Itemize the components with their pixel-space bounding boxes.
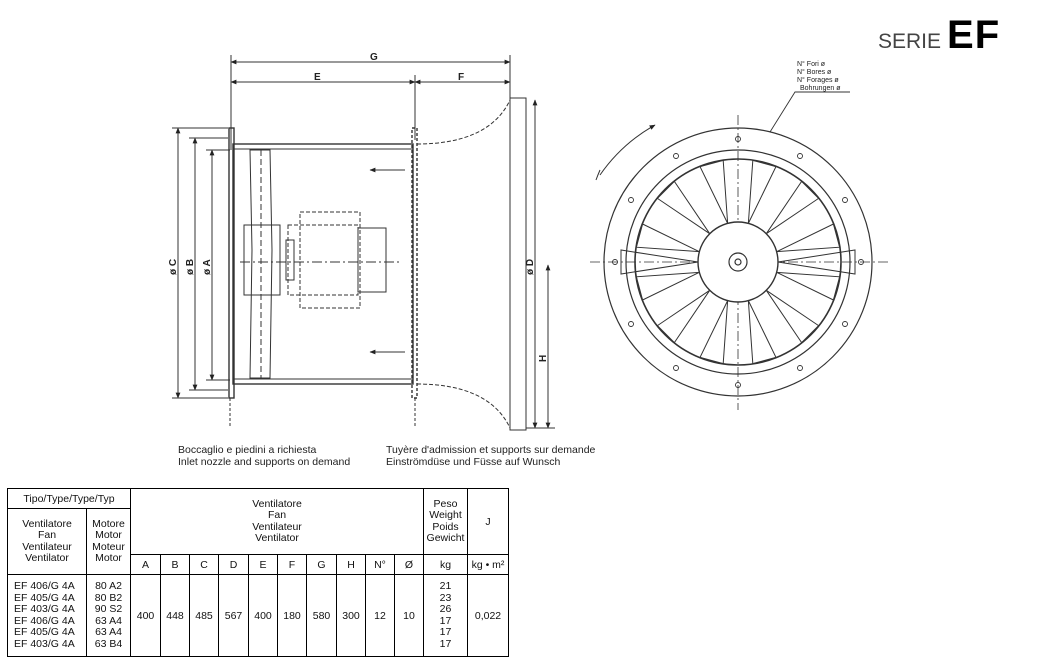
motor-model: 80 A2 [95, 580, 122, 592]
col-header-c: C [189, 554, 219, 575]
fan-model: EF 406/G 4A [14, 580, 75, 592]
ventilator-header-en: Fan [267, 509, 287, 521]
fan-header: Ventilatore Fan Ventilateur Ventilator [7, 508, 87, 575]
dim-label-c: ø C [168, 259, 179, 275]
weight-value: 26 [439, 603, 452, 615]
motor-model: 63 A4 [95, 626, 122, 638]
note-right-line-1: Tuyère d'admission et supports sur deman… [386, 444, 596, 456]
fan-header-en: Fan [37, 529, 57, 541]
weight-list: 21 23 26 17 17 17 [423, 574, 468, 657]
note-left-line-1: Boccaglio e piedini a richiesta [178, 444, 317, 456]
fan-model: EF 405/G 4A [14, 626, 75, 638]
inertia-value: 0,022 [467, 574, 509, 657]
value-c: 485 [189, 574, 219, 657]
motor-header-de: Motor [95, 552, 122, 564]
col-header-b: B [160, 554, 190, 575]
fan-header-de: Ventilator [25, 552, 69, 564]
dim-label-g: G [370, 52, 378, 63]
note-right: Tuyère d'admission et supports sur deman… [386, 444, 595, 468]
value-a: 400 [130, 574, 161, 657]
value-h: 300 [336, 574, 366, 657]
dim-label-h: H [538, 355, 549, 362]
motor-model: 80 B2 [94, 591, 123, 604]
motor-model: 63 B4 [94, 637, 123, 650]
hole-note-line-1: N° Fori ø [797, 60, 826, 68]
weight-header: Peso Weight Poids Gewicht [423, 488, 468, 555]
note-right-line-2: Einströmdüse und Füsse auf Wunsch [386, 456, 561, 468]
fan-model-list: EF 406/G 4A EF 405/G 4A EF 403/G 4A EF 4… [7, 574, 87, 657]
fan-model: EF 406/G 4A [14, 614, 75, 627]
weight-value: 17 [439, 637, 452, 650]
col-header-g: G [306, 554, 337, 575]
motor-header-en: Motor [95, 529, 122, 541]
weight-header-it: Peso [433, 497, 458, 510]
weight-value: 23 [439, 591, 452, 604]
serie-title: SERIE EF [878, 13, 1001, 57]
value-b: 448 [160, 574, 190, 657]
note-left: Boccaglio e piedini a richiesta Inlet no… [178, 444, 350, 468]
motor-list: 80 A2 80 B2 90 S2 63 A4 63 A4 63 B4 [86, 574, 131, 657]
motor-header: Motore Motor Moteur Motor [86, 508, 131, 575]
note-left-line-2: Inlet nozzle and supports on demand [178, 456, 351, 468]
dim-label-b: ø B [185, 259, 196, 275]
motor-model: 90 S2 [94, 603, 123, 615]
ventilator-header: Ventilatore Fan Ventilateur Ventilator [130, 488, 424, 555]
value-f: 180 [277, 574, 307, 657]
fan-model: EF 403/G 4A [14, 603, 75, 615]
col-header-diameter: Ø [394, 554, 424, 575]
serie-code: EF [947, 13, 1001, 57]
ventilator-header-it: Ventilatore [252, 497, 302, 510]
weight-header-de: Gewicht [426, 532, 465, 544]
inertia-header: J [467, 488, 509, 555]
col-header-h: H [336, 554, 366, 575]
weight-value: 21 [439, 580, 452, 592]
type-header: Tipo/Type/Type/Typ [7, 488, 131, 509]
motor-header-it: Motore [92, 517, 125, 530]
dim-label-e: E [314, 72, 321, 83]
motor-model: 63 A4 [95, 614, 122, 627]
fan-header-it: Ventilatore [22, 517, 72, 530]
col-header-holes: N° [365, 554, 395, 575]
serie-label: SERIE [878, 30, 942, 53]
weight-unit: kg [423, 554, 468, 575]
fan-header-fr: Ventilateur [22, 540, 72, 553]
fan-model: EF 405/G 4A [14, 591, 75, 604]
value-diameter: 10 [394, 574, 424, 657]
col-header-a: A [130, 554, 161, 575]
hole-note-line-4: Bohrungen ø [800, 85, 841, 92]
fan-model: EF 403/G 4A [14, 637, 75, 650]
front-view [590, 91, 890, 410]
col-header-f: F [277, 554, 307, 575]
value-e: 400 [248, 574, 278, 657]
technical-drawing: G E F ø C ø B ø A ø D H [168, 52, 890, 431]
spec-table: Tipo/Type/Type/Typ Ventilatore Fan Venti… [7, 488, 509, 657]
dim-label-f: F [458, 72, 464, 83]
hole-note-line-2: N° Bores ø [797, 68, 832, 76]
col-header-e: E [248, 554, 278, 575]
ventilator-header-fr: Ventilateur [252, 520, 302, 533]
weight-value: 17 [439, 626, 452, 638]
value-d: 567 [218, 574, 249, 657]
value-holes: 12 [365, 574, 395, 657]
dim-label-a: ø A [202, 259, 213, 275]
dim-label-d: ø D [525, 259, 536, 275]
weight-header-en: Weight [429, 509, 462, 521]
inertia-unit: kg • m² [467, 554, 509, 575]
weight-header-fr: Poids [432, 520, 459, 533]
weight-value: 17 [439, 614, 452, 627]
motor-header-fr: Moteur [92, 540, 125, 553]
hole-note-line-3: N° Forages ø [797, 76, 839, 84]
side-view [172, 55, 555, 431]
col-header-d: D [218, 554, 249, 575]
value-g: 580 [306, 574, 337, 657]
ventilator-header-de: Ventilator [255, 532, 299, 544]
